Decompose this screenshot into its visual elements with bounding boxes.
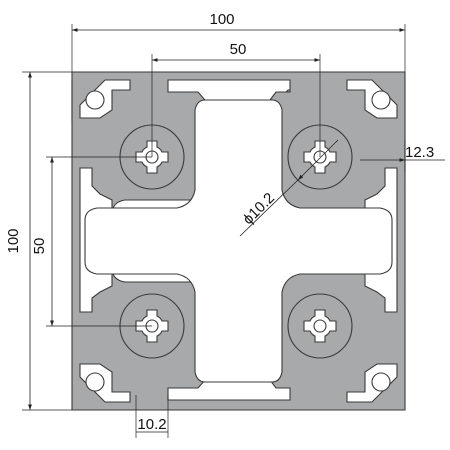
dim-overall-height: 100 xyxy=(5,71,72,411)
dim-slot-width-label: 10.2 xyxy=(137,416,166,433)
central-cavity xyxy=(84,99,393,383)
dim-overall-height-label: 100 xyxy=(5,228,22,253)
dim-center-spacing-vertical: 50 xyxy=(31,156,152,327)
dim-slot-offset-label: 12.3 xyxy=(405,144,434,161)
dim-slot-width: 10.2 xyxy=(135,395,169,438)
dim-overall-width: 100 xyxy=(71,11,406,72)
dim-center-spacing-vertical-label: 50 xyxy=(31,238,48,255)
dim-center-spacing-horizontal: 50 xyxy=(151,41,321,157)
dim-slot-offset: 12.3 xyxy=(360,140,445,172)
center-bores xyxy=(119,124,353,359)
dim-center-spacing-horizontal-label: 50 xyxy=(230,41,247,58)
dim-overall-width-label: 100 xyxy=(209,11,234,28)
corner-holes xyxy=(85,90,391,392)
